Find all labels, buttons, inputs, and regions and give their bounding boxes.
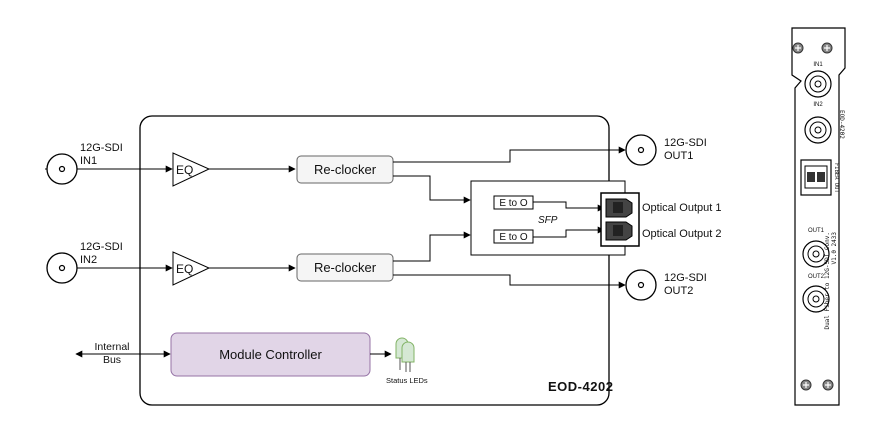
- optical-output-2-label: Optical Output 2: [642, 228, 722, 240]
- reclocker1-to-sfp-line: [393, 175, 471, 204]
- svg-text:Re-clocker: Re-clocker: [314, 162, 377, 177]
- input-1-label-line2: IN1: [80, 155, 97, 167]
- bnc-input-in2-icon: [46, 252, 78, 284]
- panel-description-line1: Dual Fiber to 12G-SDI Conv.: [824, 232, 831, 330]
- internal-bus-label-line1: Internal: [94, 341, 129, 353]
- output-2-label-line1: 12G-SDI: [664, 272, 707, 284]
- internal-bus-label-line2: Bus: [103, 354, 121, 366]
- panel-out2-label: OUT2: [808, 274, 825, 280]
- svg-text:EQ: EQ: [176, 262, 193, 276]
- reclocker2-to-sfp-line: [393, 231, 471, 262]
- panel-in1-label: IN1: [813, 62, 823, 68]
- panel-screw-bottom-left-icon: [800, 379, 812, 391]
- svg-text:Re-clocker: Re-clocker: [314, 260, 377, 275]
- bnc-output-out2-icon: [625, 269, 657, 301]
- reclocker-1-block: Re-clocker: [296, 155, 394, 184]
- bnc-input-in1-icon: [45, 153, 78, 185]
- reclocker1-to-out1-line: [393, 146, 626, 163]
- sfp-label: SFP: [538, 215, 558, 226]
- eo2-to-port-line: [533, 226, 605, 238]
- output-1-label-line2: OUT1: [664, 150, 693, 162]
- panel-screw-bottom-right-icon: [822, 379, 834, 391]
- optical-output-1-label: Optical Output 1: [642, 202, 722, 214]
- device-name-label: EOD-4202: [548, 379, 613, 394]
- front-panel: [791, 27, 846, 406]
- svg-text:EQ: EQ: [176, 163, 193, 177]
- status-leds-label: Status LEDs: [386, 376, 428, 385]
- status-led-icon: [395, 337, 415, 372]
- panel-model-label: EOD-4202: [838, 110, 845, 139]
- eq-2-amplifier: EQ: [172, 251, 211, 286]
- eo1-to-port-line: [533, 201, 605, 212]
- panel-out1-label: OUT1: [808, 228, 825, 234]
- reclocker2-to-out2-line: [393, 274, 626, 289]
- panel-description-line2: V1.0 2433: [831, 232, 838, 265]
- lc-fiber-connector-icon: [600, 192, 640, 247]
- output-1-label-line1: 12G-SDI: [664, 137, 707, 149]
- svg-text:Module Controller: Module Controller: [219, 347, 322, 362]
- input-1-label-line1: 12G-SDI: [80, 142, 123, 154]
- input-2-label-line2: IN2: [80, 254, 97, 266]
- panel-screw-top-right-icon: [821, 42, 833, 54]
- panel-fiber-out-label: FIBER OUT: [833, 163, 839, 193]
- panel-bnc-in1-icon: [804, 70, 832, 98]
- reclocker-2-block: Re-clocker: [296, 253, 394, 282]
- input-2-label-line1: 12G-SDI: [80, 241, 123, 253]
- e-to-o-converter-2: E to O: [493, 229, 534, 244]
- panel-bnc-out2-icon: [802, 285, 830, 313]
- panel-screw-top-left-icon: [792, 42, 804, 54]
- output-2-label-line2: OUT2: [664, 285, 693, 297]
- panel-fiber-connector-icon: [800, 159, 832, 196]
- svg-text:E to O: E to O: [499, 232, 528, 243]
- panel-bnc-out1-icon: [802, 240, 830, 268]
- panel-bnc-in2-icon: [804, 116, 832, 144]
- bnc-output-out1-icon: [625, 134, 657, 166]
- eq-1-amplifier: EQ: [172, 152, 211, 187]
- e-to-o-converter-1: E to O: [493, 195, 534, 210]
- panel-in2-label: IN2: [813, 102, 823, 108]
- module-controller-block: Module Controller: [170, 332, 371, 377]
- svg-text:E to O: E to O: [499, 198, 528, 209]
